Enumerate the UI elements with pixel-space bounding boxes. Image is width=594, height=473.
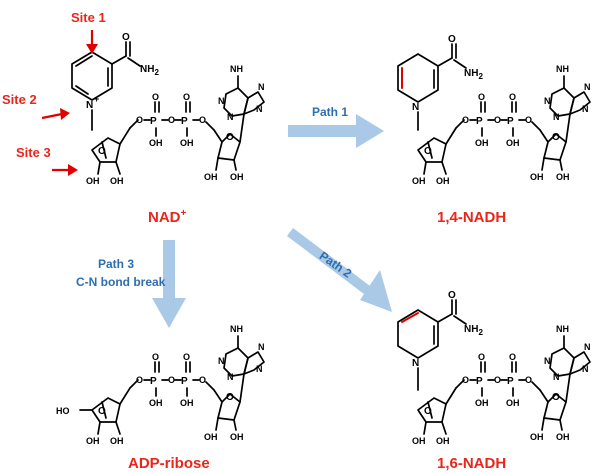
- nad-carbonyl-oxygen: O: [122, 32, 130, 43]
- adp-ribose-label: ADP-ribose: [128, 455, 210, 472]
- nadh-16-structure: O NH2 N: [397, 290, 592, 447]
- adp-ribose-structure: HO: [56, 323, 266, 447]
- nadh14-amide: NH2: [464, 68, 483, 81]
- nadh14-carbonyl-oxygen: O: [448, 34, 456, 45]
- path-1-arrow: [288, 114, 384, 148]
- path-2-label: Path 2: [317, 249, 355, 281]
- site-3-arrowhead: [68, 164, 78, 176]
- site-1-arrowhead: [86, 44, 98, 54]
- nadh16-amide: NH2: [464, 324, 483, 337]
- path-2-arrow: [287, 228, 392, 312]
- site-3-label: Site 3: [16, 145, 51, 160]
- nadh16-carbonyl-oxygen: O: [448, 290, 456, 301]
- path-3-arrow: [152, 240, 186, 328]
- nad-amide: NH2: [140, 64, 159, 77]
- site-1-label: Site 1: [71, 10, 106, 25]
- site-2-arrow: [41, 112, 63, 120]
- site-2-arrowhead: [60, 108, 70, 120]
- path-3-label-line1: Path 3: [98, 257, 134, 271]
- path-1-label: Path 1: [312, 105, 348, 119]
- nadh-14-structure: O NH2 N: [397, 34, 592, 187]
- nadh14-ring-nitrogen: N: [412, 102, 419, 113]
- nadh-14-label: 1,4-NADH: [437, 209, 506, 226]
- path-3-label-line2: C-N bond break: [76, 275, 166, 289]
- nadh-16-label: 1,6-NADH: [437, 455, 506, 472]
- site-2-label: Site 2: [2, 92, 37, 107]
- nad-positive-charge: +: [94, 94, 99, 104]
- nadh16-ring-nitrogen: N: [412, 358, 419, 369]
- nad-structure: O NH2 N +: [71, 32, 266, 187]
- nad-label: NAD+: [148, 208, 187, 226]
- adp-ribose-ho: HO: [56, 406, 70, 416]
- nad-ring-nitrogen: N: [86, 100, 93, 111]
